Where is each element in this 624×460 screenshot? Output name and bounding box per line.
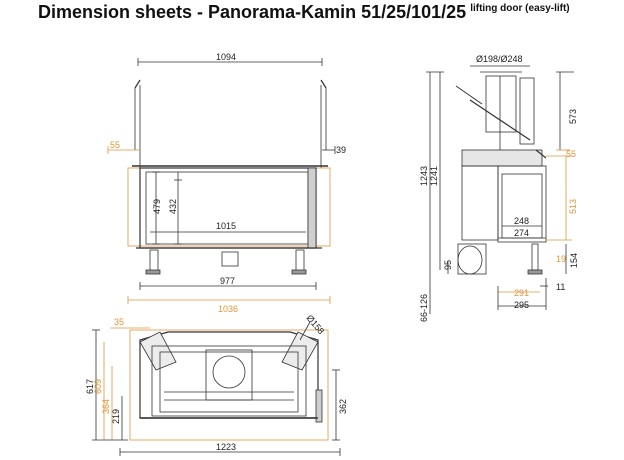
top-view	[92, 321, 341, 456]
page-title: Dimension sheets - Panorama-Kamin 51/25/…	[38, 2, 570, 23]
side-width-295-label: 295	[514, 300, 529, 310]
top-diameter-158-label: Ø158	[304, 313, 326, 336]
side-height-19-label: 19	[556, 254, 566, 264]
side-width-11-label: 11	[556, 282, 565, 292]
front-inner-width-label: 1015	[216, 221, 236, 231]
top-depth-219-label: 219	[111, 409, 121, 424]
front-width-1036-label: 1036	[218, 304, 238, 314]
front-right-offset-label: 39	[336, 145, 346, 155]
top-depth-617-label: 617	[85, 379, 95, 394]
side-height-range-label: 66-126	[419, 294, 429, 322]
title-subtitle: lifting door (easy-lift)	[470, 3, 570, 14]
front-width-977-label: 977	[220, 276, 235, 286]
front-width-top-label: 1094	[216, 52, 236, 62]
top-offset-35-label: 35	[114, 317, 124, 327]
top-depth-609-label: 609	[93, 379, 103, 394]
top-depth-362-label: 362	[338, 399, 348, 414]
front-height-479-label: 479	[152, 199, 162, 214]
front-left-offset-label: 55	[110, 140, 120, 150]
side-height-573-label: 573	[568, 109, 578, 124]
side-height-95-label: 95	[443, 260, 453, 270]
side-flue-diameter-label: Ø198/Ø248	[476, 54, 523, 64]
side-view	[426, 65, 574, 314]
side-width-274-label: 274	[514, 228, 529, 238]
top-depth-364-label: 364	[101, 399, 111, 414]
side-height-1243-label: 1243	[419, 166, 429, 186]
front-height-432-label: 432	[168, 199, 178, 214]
top-width-1223-label: 1223	[216, 442, 236, 452]
title-text: Dimension sheets - Panorama-Kamin 51/25/…	[38, 2, 467, 22]
side-height-154-label: 154	[569, 253, 579, 268]
side-height-513-label: 513	[568, 199, 578, 214]
side-width-248-label: 248	[514, 216, 529, 226]
side-height-1241-label: 1241	[429, 166, 439, 186]
side-height-55-label: 55	[566, 149, 576, 159]
side-width-291-label: 291	[514, 288, 529, 298]
front-view	[107, 58, 336, 304]
